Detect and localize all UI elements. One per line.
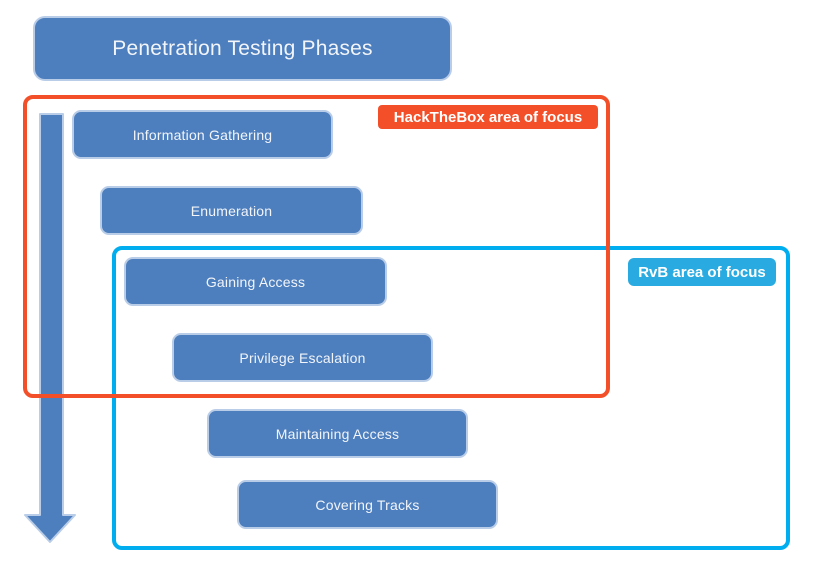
rvb-focus-outline bbox=[112, 246, 790, 550]
down-arrow-icon bbox=[24, 112, 78, 546]
htb-focus-label: HackTheBox area of focus bbox=[378, 105, 598, 129]
phase-label: Privilege Escalation bbox=[239, 349, 366, 366]
rvb-focus-label: RvB area of focus bbox=[628, 258, 776, 286]
phase-label: Enumeration bbox=[190, 202, 273, 219]
phase-privilege-escalation: Privilege Escalation bbox=[172, 333, 433, 382]
htb-focus-label-text: HackTheBox area of focus bbox=[393, 108, 583, 126]
page-title: Penetration Testing Phases bbox=[112, 36, 373, 60]
phase-label: Maintaining Access bbox=[275, 425, 400, 442]
phase-label: Gaining Access bbox=[205, 273, 306, 290]
phase-enumeration: Enumeration bbox=[100, 186, 363, 235]
title-box: Penetration Testing Phases bbox=[33, 16, 452, 81]
phase-information-gathering: Information Gathering bbox=[72, 110, 333, 159]
phase-label: Covering Tracks bbox=[315, 496, 420, 513]
phase-label: Information Gathering bbox=[132, 126, 273, 143]
htb-focus-outline bbox=[23, 95, 610, 398]
phase-covering-tracks: Covering Tracks bbox=[237, 480, 498, 529]
phase-gaining-access: Gaining Access bbox=[124, 257, 387, 306]
phase-maintaining-access: Maintaining Access bbox=[207, 409, 468, 458]
rvb-focus-label-text: RvB area of focus bbox=[638, 263, 766, 281]
